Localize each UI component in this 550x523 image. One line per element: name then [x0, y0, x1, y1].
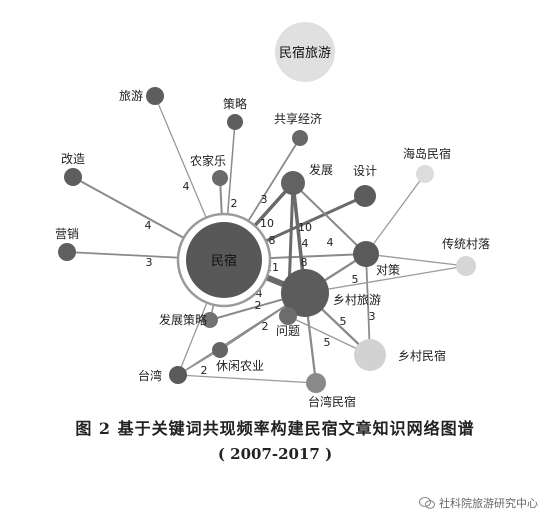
figure-caption-years: ( 2007-2017 ) [217, 445, 333, 463]
node-label-celue: 策略 [223, 96, 247, 111]
edge-weight-label: 2 [231, 197, 238, 210]
edge-weight-label: 10 [298, 221, 312, 234]
node-label-yingxiao: 营销 [55, 227, 79, 241]
edge-weight-label: 4 [256, 287, 263, 300]
edge-weight-label: 2 [262, 320, 269, 333]
node-label-minsu: 民宿 [211, 253, 237, 269]
node-label-lvyou: 旅游 [119, 89, 143, 103]
edge-xiangcun_lvyou-chuantong [304, 265, 467, 294]
wechat-icon [419, 497, 435, 509]
edge-duice-xiangcun_minsu [365, 253, 371, 356]
node-label-xiangcun_minsu: 乡村民宿 [398, 348, 446, 363]
node-label-taiwan: 台湾 [138, 368, 162, 383]
node-celue [227, 114, 243, 130]
edge-fazhan-duice [292, 182, 367, 255]
edge-duice-haidao [365, 173, 426, 255]
node-label-wenti: 问题 [276, 324, 300, 338]
node-xiangcun_lvyou [281, 269, 329, 317]
node-chuantong [456, 256, 476, 276]
edge-weight-label: 10 [260, 217, 274, 230]
node-taiwan [169, 366, 187, 384]
node-label-gongxiang: 共享经济 [274, 111, 322, 126]
edge-weight-label: 5 [340, 315, 347, 328]
edge-duice-chuantong [365, 253, 467, 267]
node-lvyou [146, 87, 164, 105]
node-fazhan [281, 171, 305, 195]
edge-weight-label: 3 [261, 193, 268, 206]
edge-weight-label: 3 [146, 256, 153, 269]
node-label-sheji: 设计 [353, 164, 377, 178]
node-xiangcun_minsu [354, 339, 386, 371]
node-label-taiwan_minsu: 台湾民宿 [308, 394, 356, 409]
keyword-network-diagram: 244310834212104853552422 民宿旅游民宿旅游策略共享经济改… [55, 22, 490, 409]
node-labels-layer: 民宿旅游民宿旅游策略共享经济改造农家乐发展设计海岛民宿营销对策传统村落乡村旅游发… [55, 45, 490, 409]
nodes-layer [58, 22, 476, 393]
node-duice [353, 241, 379, 267]
node-wenti [279, 307, 297, 325]
edge-weight-label: 4 [327, 236, 334, 249]
node-label-minsu_lvyou: 民宿旅游 [279, 45, 331, 61]
watermark: 社科院旅游研究中心 [419, 495, 538, 511]
edge-weight-label: 2 [255, 299, 262, 312]
edge-weight-label: 8 [269, 234, 276, 247]
node-minsu [186, 222, 262, 298]
node-label-haidao: 海岛民宿 [403, 146, 451, 161]
node-yingxiao [58, 243, 76, 261]
watermark-text: 社科院旅游研究中心 [439, 497, 538, 510]
node-label-nongjiale: 农家乐 [190, 153, 226, 168]
edge-weight-label: 4 [145, 219, 152, 232]
edge-weight-label: 5 [324, 336, 331, 349]
node-haidao [416, 165, 434, 183]
figure-caption-title: 图 2 基于关键词共现频率构建民宿文章知识网络图谱 [75, 419, 475, 438]
edge-weight-label: 2 [201, 364, 208, 377]
node-nongjiale [212, 170, 228, 186]
node-minsu_lvyou [275, 22, 335, 82]
node-label-duice: 对策 [376, 263, 400, 277]
edge-taiwan-taiwan_minsu [177, 374, 317, 384]
edge-weight-label: 4 [183, 180, 190, 193]
edge-weight-label: 8 [301, 256, 308, 269]
node-taiwan_minsu [306, 373, 326, 393]
node-sheji [354, 185, 376, 207]
edge-weight-label: 3 [369, 310, 376, 323]
node-label-xiangcun_lvyou: 乡村旅游 [333, 293, 381, 307]
node-label-chuantong: 传统村落 [442, 236, 490, 251]
node-label-fazhan: 发展 [309, 162, 333, 177]
edge-xiangcun_lvyou-taiwan [177, 292, 306, 376]
node-xiuxian [212, 342, 228, 358]
node-label-fazhan_celue: 发展策略 [159, 312, 207, 327]
edge-weight-label: 5 [352, 273, 359, 286]
node-label-xiuxian: 休闲农业 [216, 359, 264, 373]
edge-weight-label: 4 [302, 237, 309, 250]
node-gongxiang [292, 130, 308, 146]
node-label-gaizao: 改造 [61, 152, 85, 166]
node-gaizao [64, 168, 82, 186]
node-fazhan_celue [202, 312, 218, 328]
